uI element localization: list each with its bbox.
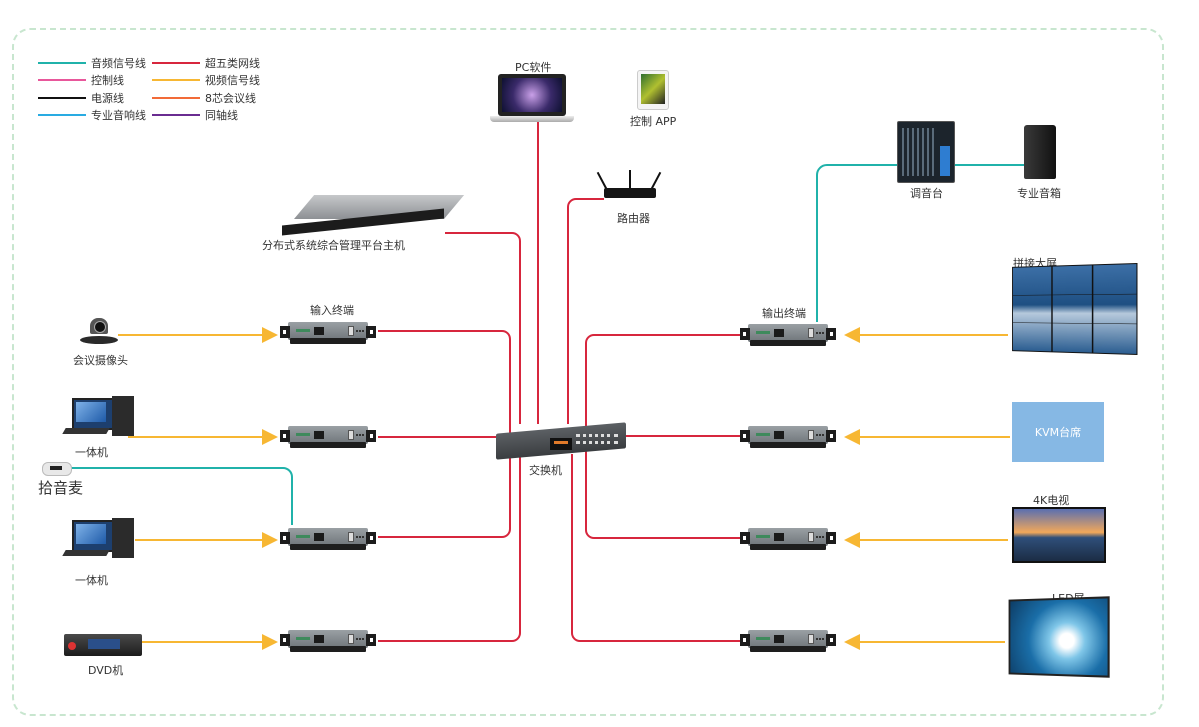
mic-label: 拾音麦	[38, 479, 84, 497]
legend-item: 8芯会议线	[152, 90, 256, 106]
tablet-icon	[637, 70, 669, 110]
legend-label: 同轴线	[205, 109, 238, 122]
output-terminal	[740, 324, 836, 346]
legend-item: 音频信号线	[38, 55, 146, 71]
output-terminal-label: 输出终端	[762, 307, 806, 320]
pc1-label: 一体机	[75, 446, 108, 459]
pc2-label: 一体机	[75, 574, 108, 587]
legend-swatch	[152, 97, 200, 99]
link-in4-switch	[378, 454, 521, 642]
link-in3-switch	[378, 436, 511, 538]
output-terminal	[740, 630, 836, 652]
legend-item: 电源线	[38, 90, 124, 106]
camera-icon	[80, 318, 118, 346]
legend-item: 视频信号线	[152, 72, 260, 88]
input-terminal-label: 输入终端	[310, 304, 354, 317]
dashed-frame	[12, 28, 1164, 716]
switch-label: 交换机	[529, 464, 562, 477]
output-terminal	[740, 426, 836, 448]
tv-icon	[1012, 507, 1106, 563]
tv4k-label: 4K电视	[1033, 494, 1070, 507]
legend-swatch	[152, 114, 200, 116]
dvd-label: DVD机	[88, 664, 124, 677]
legend-swatch	[38, 114, 86, 116]
link-switch-out4	[571, 454, 740, 642]
output-terminal	[740, 528, 836, 550]
kvm-label: KVM台席	[1034, 426, 1082, 439]
led-screen-icon	[1008, 596, 1110, 678]
speaker-icon	[1024, 125, 1056, 179]
switch-icon	[496, 422, 626, 460]
legend-swatch	[38, 62, 86, 64]
control-app-label: 控制 APP	[630, 115, 677, 128]
legend-item: 控制线	[38, 72, 124, 88]
video-wall-icon	[1012, 262, 1138, 356]
legend-swatch	[38, 79, 86, 81]
legend-swatch	[152, 79, 200, 81]
input-terminal	[280, 630, 376, 652]
legend-item: 超五类网线	[152, 55, 260, 71]
link-switch-out3	[585, 434, 740, 539]
router-icon	[596, 170, 662, 198]
link-in1-switch	[378, 330, 511, 437]
legend-swatch	[38, 97, 86, 99]
mixer-label: 调音台	[910, 187, 943, 200]
input-terminal	[280, 528, 376, 550]
link-switch-out1	[585, 334, 740, 434]
link-host-switch	[445, 232, 521, 424]
kvm-console: KVM台席	[1012, 402, 1104, 462]
server-icon	[280, 195, 465, 236]
router-label: 路由器	[617, 212, 650, 225]
laptop-icon	[490, 74, 574, 124]
link-out1-mixer	[816, 164, 898, 322]
input-terminal	[280, 322, 376, 344]
mixer-icon	[897, 121, 955, 183]
pc-software-label: PC软件	[515, 61, 552, 74]
legend-item: 同轴线	[152, 107, 238, 123]
camera-label: 会议摄像头	[73, 354, 128, 367]
link-router-switch	[567, 198, 604, 424]
legend-label: 视频信号线	[205, 74, 260, 87]
legend-label: 音频信号线	[91, 57, 146, 70]
input-terminal	[280, 426, 376, 448]
link-mic-in3	[70, 467, 293, 525]
desktop-pc-icon	[62, 518, 136, 562]
legend-item: 专业音响线	[38, 107, 146, 123]
legend-label: 电源线	[91, 92, 124, 105]
legend-label: 控制线	[91, 74, 124, 87]
desktop-pc-icon	[62, 396, 136, 440]
legend-label: 8芯会议线	[205, 92, 256, 105]
microphone-icon	[42, 462, 72, 476]
management-host-label: 分布式系统综合管理平台主机	[262, 239, 405, 252]
legend-label: 超五类网线	[205, 57, 260, 70]
speaker-label: 专业音箱	[1017, 187, 1061, 200]
legend-label: 专业音响线	[91, 109, 146, 122]
dvd-player-icon	[64, 634, 142, 656]
legend-swatch	[152, 62, 200, 64]
